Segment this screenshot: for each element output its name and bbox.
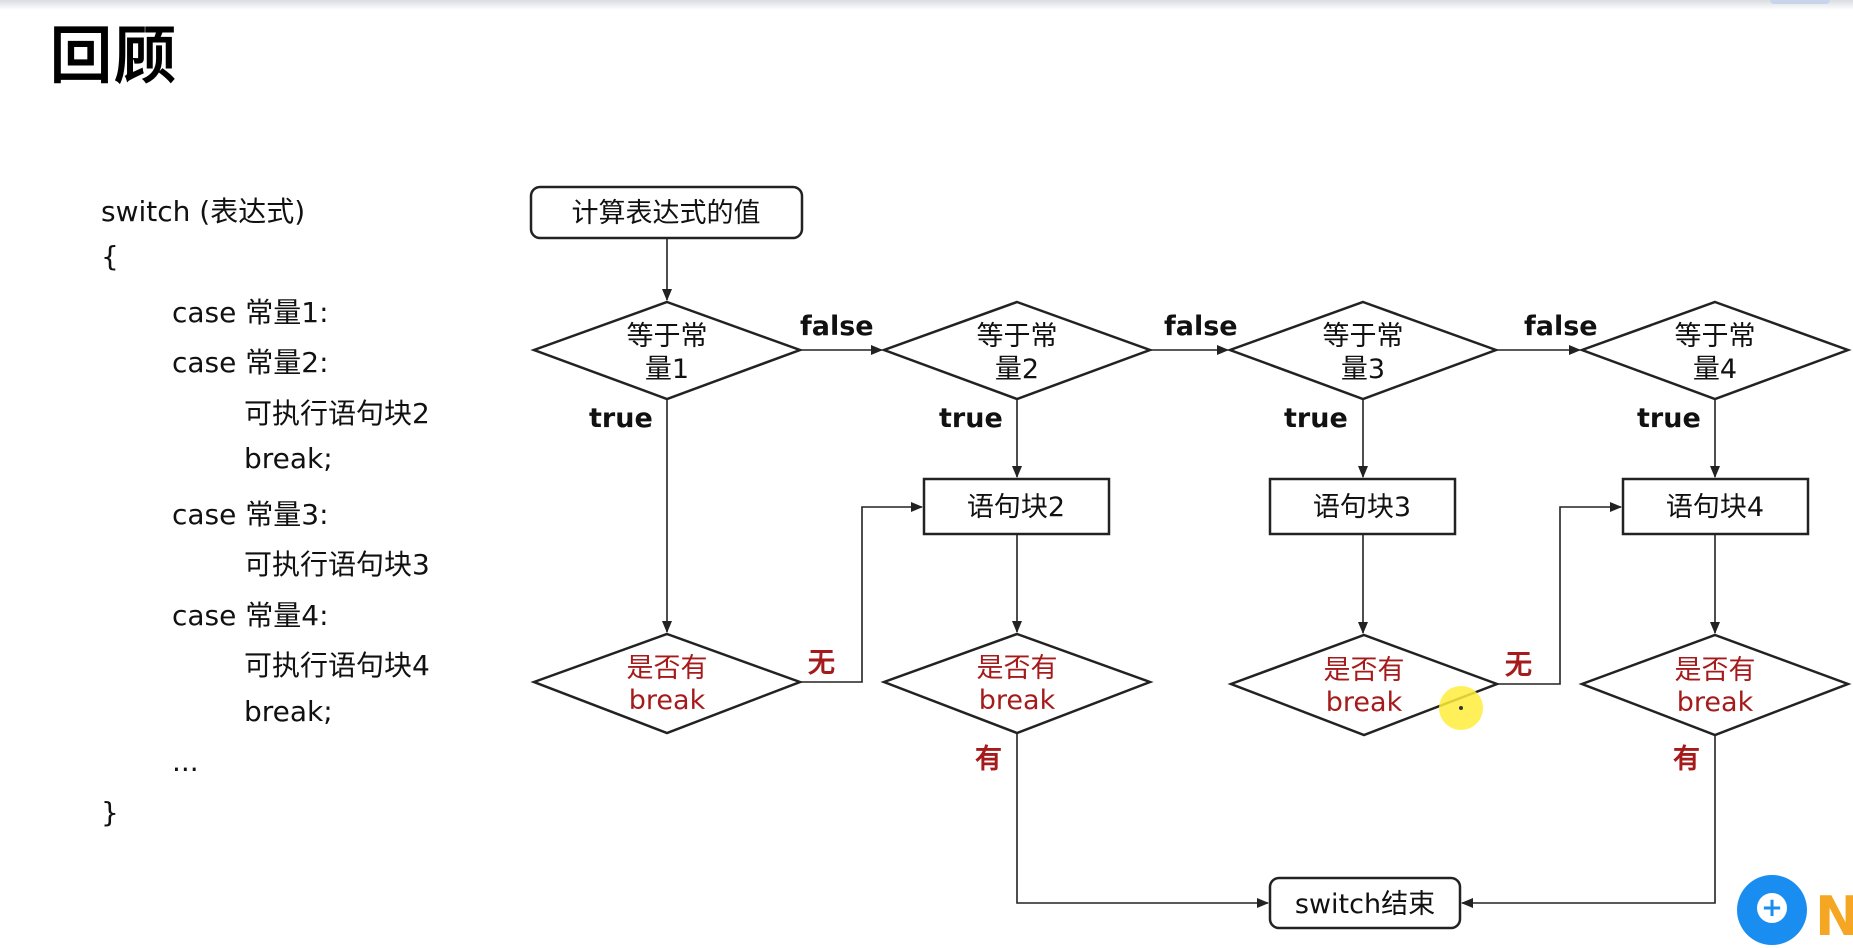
condition-2-line2: 量2 [995, 354, 1039, 385]
edge-break1-none [800, 502, 923, 683]
condition-4-line1: 等于常 [1675, 321, 1756, 352]
slide-title: 回顾 [50, 19, 179, 92]
condition-1-line2: 量1 [645, 354, 689, 385]
flow-connectors [662, 238, 1720, 908]
code-line: 可执行语句块2 [244, 397, 430, 430]
statement-block-2-label: 语句块2 [967, 492, 1065, 523]
true-label-4: true [1637, 403, 1701, 434]
true-label-2: true [939, 403, 1003, 434]
edge-break4-has [1461, 735, 1716, 908]
code-line: break; [244, 442, 333, 475]
condition-2-line1: 等于常 [977, 321, 1058, 352]
statement-block-4 [1621, 477, 1810, 536]
no-break-label-2: 无 [1505, 650, 1532, 681]
break-check-1-line2: break [629, 685, 706, 716]
edge-break3-none [1497, 502, 1622, 685]
false-label-2: false [1164, 311, 1238, 342]
code-line: break; [244, 695, 333, 728]
code-line: switch (表达式) [101, 195, 306, 228]
has-break-label-1: 有 [975, 744, 1002, 775]
code-line: case 常量4: [172, 599, 329, 632]
plus-icon: + [1757, 893, 1787, 923]
switch-code-block: switch (表达式) { case 常量1: case 常量2: 可执行语句… [0, 0, 480, 937]
edge-break2-has [1016, 733, 1269, 908]
condition-4-line2: 量4 [1693, 354, 1737, 385]
window-top-bar [0, 0, 1853, 10]
condition-3-line1: 等于常 [1323, 321, 1404, 352]
condition-1-line1: 等于常 [627, 321, 708, 352]
logo-letter: N [1815, 885, 1853, 948]
break-check-4-line1: 是否有 [1675, 655, 1756, 686]
corner-tab-mark [1770, 0, 1830, 4]
code-line: case 常量2: [172, 346, 329, 379]
code-line: } [101, 796, 119, 829]
pointer-highlight [1439, 686, 1483, 730]
true-label-1: true [589, 403, 653, 434]
break-check-4-line2: break [1677, 687, 1754, 718]
break-check-3-line1: 是否有 [1324, 655, 1405, 686]
break-check-1-line1: 是否有 [627, 653, 708, 684]
code-line: case 常量1: [172, 296, 329, 329]
has-break-label-2: 有 [1673, 744, 1700, 775]
start-node-label: 计算表达式的值 [572, 198, 761, 229]
false-label-3: false [1524, 311, 1598, 342]
false-label-1: false [800, 311, 874, 342]
break-check-diamond-1 [530, 632, 804, 735]
break-check-2-line2: break [979, 685, 1056, 716]
break-check-3-line2: break [1326, 687, 1403, 718]
statement-block-4-label: 语句块4 [1666, 492, 1764, 523]
code-line: ... [172, 745, 199, 778]
true-label-3: true [1284, 403, 1348, 434]
code-line: { [101, 240, 119, 273]
end-node-label: switch结束 [1295, 889, 1435, 920]
break-check-diamond-3 [1227, 633, 1501, 737]
statement-block-3-label: 语句块3 [1313, 492, 1411, 523]
end-node [1268, 876, 1462, 930]
code-line: 可执行语句块4 [244, 649, 430, 682]
no-break-label-1: 无 [808, 648, 835, 679]
code-line: 可执行语句块3 [244, 548, 430, 581]
break-check-2-line1: 是否有 [977, 653, 1058, 684]
condition-3-line2: 量3 [1341, 354, 1385, 385]
code-line: case 常量3: [172, 498, 329, 531]
